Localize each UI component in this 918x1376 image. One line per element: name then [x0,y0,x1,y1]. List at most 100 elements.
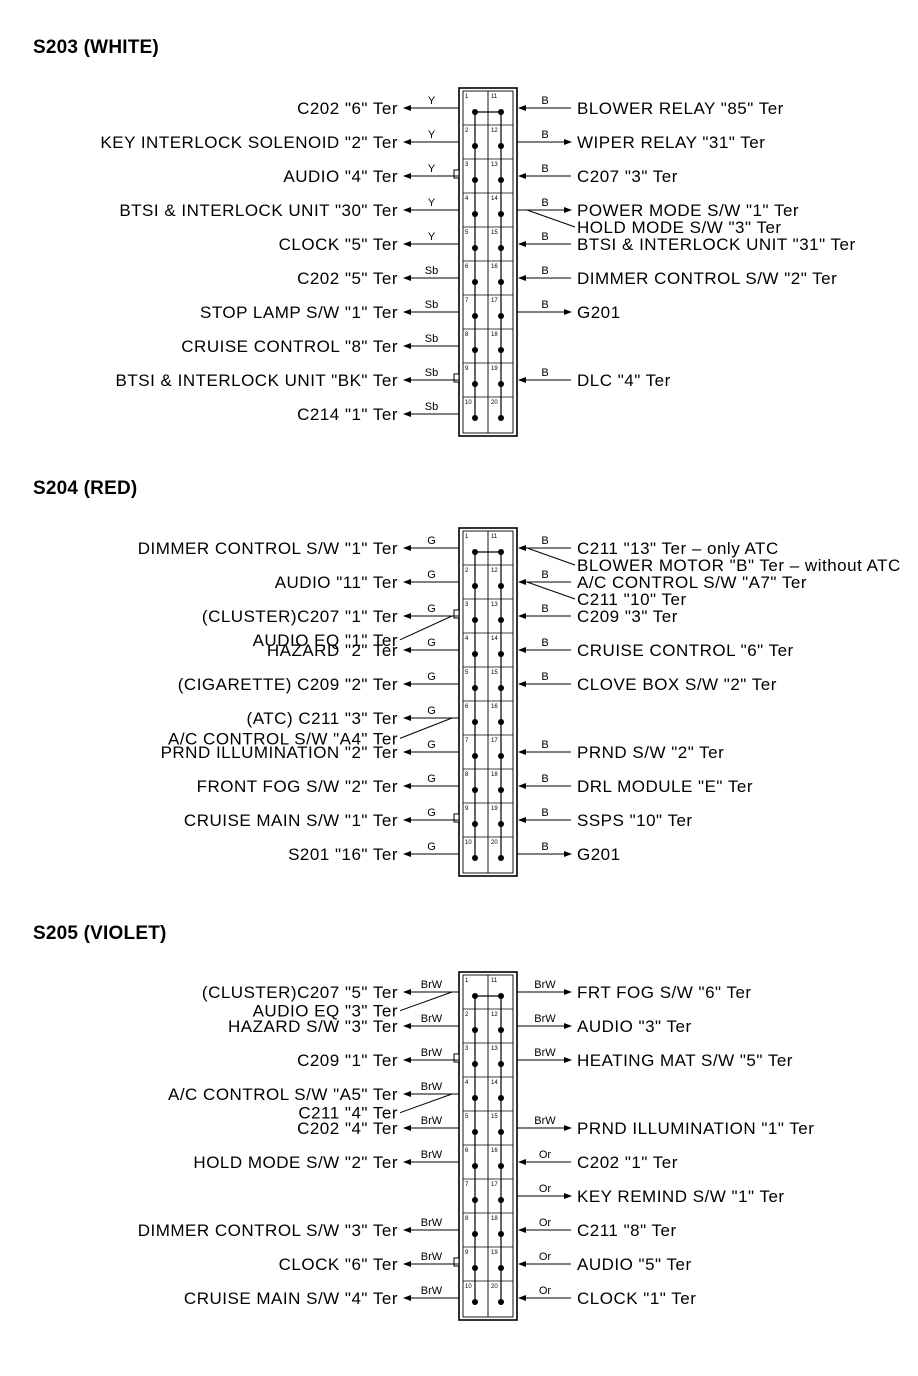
left-circuit-label: AUDIO "11" Ter [275,573,398,592]
wire-color-code: Or [539,1149,552,1161]
wire-color-code: B [541,773,548,785]
right-circuit-label: FRT FOG S/W "6" Ter [577,983,752,1002]
wire-color-code: B [541,367,548,379]
left-circuit-label: PRND ILLUMINATION "2" Ter [161,743,398,762]
pin-number: 2 [465,568,469,574]
wire-color-code: Sb [425,401,438,413]
pin-number: 4 [465,1080,469,1086]
pin-number: 5 [465,670,469,676]
left-circuit-label: CRUISE CONTROL "8" Ter [181,337,398,356]
left-circuit-label: HAZARD "2" Ter [267,641,398,660]
wire-color-code: G [427,705,436,717]
wire-color-code: Y [428,231,436,243]
right-circuit-label: DLC "4" Ter [577,371,671,390]
pin-number: 16 [491,264,498,270]
wire-color-code: B [541,841,548,853]
pin-number: 12 [491,1012,498,1018]
wire-color-code: Sb [425,333,438,345]
wire-color-code: G [427,637,436,649]
wire-color-code: Or [539,1285,552,1297]
connector-key-tab [453,813,460,823]
branch-wire [526,209,576,228]
left-circuit-label: CLOCK "6" Ter [279,1255,398,1274]
pin-number: 2 [465,128,469,134]
left-circuit-label: (ATC) C211 "3" Ter [247,709,398,728]
pin-number: 13 [491,1046,498,1052]
wire-color-code: G [427,773,436,785]
branch-wire [526,581,576,600]
right-circuit-label: A/C CONTROL S/W "A7" Ter [577,573,807,592]
pin-number: 19 [491,806,498,812]
left-circuit-label: C202 "6" Ter [297,99,398,118]
wire-color-code: Sb [425,367,438,379]
wire-color-code: G [427,841,436,853]
left-circuit-label: FRONT FOG S/W "2" Ter [197,777,398,796]
left-circuit-label: (CLUSTER)C207 "1" Ter [202,607,398,626]
pin-number: 5 [465,1114,469,1120]
pin-number: 1 [465,534,469,540]
wire-color-code: BrW [421,1149,443,1161]
pin-number: 13 [491,162,498,168]
pin-number: 11 [491,534,498,540]
wire-color-code: B [541,569,548,581]
right-circuit-label: CLOVE BOX S/W "2" Ter [577,675,777,694]
pin-number: 14 [491,636,498,642]
pin-number: 3 [465,602,469,608]
left-circuit-label: A/C CONTROL S/W "A5" Ter [168,1085,398,1104]
left-circuit-label: C209 "1" Ter [297,1051,398,1070]
pin-number: 17 [491,738,498,744]
wire-color-code: B [541,535,548,547]
pin-number: 15 [491,1114,498,1120]
right-circuit-label: BLOWER RELAY "85" Ter [577,99,784,118]
pin-number: 20 [491,400,498,406]
left-circuit-label: C202 "4" Ter [297,1119,398,1138]
wire-color-code: Sb [425,299,438,311]
section-title-s205: S205 (VIOLET) [33,923,167,944]
left-circuit-label: AUDIO "4" Ter [283,167,398,186]
pin-number: 18 [491,332,498,338]
wire-color-code: BrW [421,1251,443,1263]
connector-key-tab [453,1257,460,1267]
pin-number: 10 [465,840,472,846]
wire-color-code: BrW [421,1115,443,1127]
left-circuit-label: CRUISE MAIN S/W "1" Ter [184,811,398,830]
wire-color-code: BrW [421,1285,443,1297]
right-circuit-label: DRL MODULE "E" Ter [577,777,753,796]
left-circuit-label: KEY INTERLOCK SOLENOID "2" Ter [100,133,398,152]
wire-color-code: BrW [534,1115,556,1127]
wire-color-code: Or [539,1183,552,1195]
wire-color-code: B [541,231,548,243]
right-circuit-label: AUDIO "3" Ter [577,1017,692,1036]
left-circuit-label: CRUISE MAIN S/W "4" Ter [184,1289,398,1308]
right-circuit-label: POWER MODE S/W "1" Ter [577,201,799,220]
connector-key-tab [453,169,460,179]
wire-color-code: BrW [421,1047,443,1059]
left-circuit-label: C211 "4" Ter [298,1104,398,1123]
wire-color-code: B [541,671,548,683]
wire-color-code: Or [539,1251,552,1263]
branch-wire [399,1093,453,1114]
section-title-s204: S204 (RED) [33,478,138,499]
pin-number: 3 [465,1046,469,1052]
wire-color-code: BrW [534,1013,556,1025]
branch-wire [399,615,453,641]
pin-number: 11 [491,978,498,984]
wire-color-code: Y [428,197,436,209]
pin-number: 7 [465,298,469,304]
wire-color-code: G [427,569,436,581]
wire-color-code: BrW [421,1217,443,1229]
right-circuit-label: G201 [577,303,621,322]
branch-wire [399,717,453,739]
left-circuit-label: AUDIO EQ "1" Ter [253,631,398,650]
pin-number: 3 [465,162,469,168]
pin-number: 8 [465,332,469,338]
wire-color-code: G [427,603,436,615]
pin-number: 9 [465,366,469,372]
pin-number: 17 [491,1182,498,1188]
branch-wire [526,547,576,566]
left-circuit-label: S201 "16" Ter [288,845,398,864]
wire-color-code: B [541,637,548,649]
